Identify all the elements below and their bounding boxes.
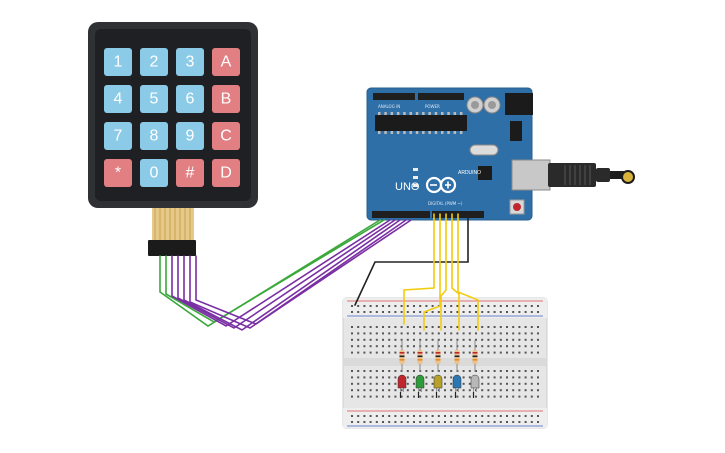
power-jack	[505, 93, 533, 115]
keypad-key-*[interactable]: *	[104, 159, 132, 187]
keypad-module[interactable]: 1 2 3 A 4 5 6 B 7 8 9 C * 0 # D	[88, 22, 258, 256]
keypad-key-label: C	[220, 128, 232, 145]
board-model-label: UNO	[395, 181, 420, 193]
led-wire-yellow-5	[457, 213, 479, 331]
keypad-key-7[interactable]: 7	[104, 122, 132, 150]
keypad-key-label: 3	[186, 54, 195, 71]
led-wire-yellow-1	[403, 213, 435, 325]
keypad-key-label: 6	[186, 91, 195, 108]
keypad-key-8[interactable]: 8	[140, 122, 168, 150]
led-1[interactable]	[397, 340, 407, 398]
keypad-key-label: 8	[150, 128, 159, 145]
led-5[interactable]	[470, 340, 480, 398]
power-header-label: POWER	[425, 104, 440, 109]
keypad-keys: 1 2 3 A 4 5 6 B 7 8 9 C * 0 # D	[104, 48, 240, 187]
keypad-key-B[interactable]: B	[212, 85, 240, 113]
keypad-key-6[interactable]: 6	[176, 85, 204, 113]
keypad-key-9[interactable]: 9	[176, 122, 204, 150]
keypad-key-label: B	[221, 91, 232, 108]
led-4[interactable]	[452, 340, 462, 398]
keypad-key-label: 1	[114, 54, 123, 71]
usb-port	[511, 159, 551, 191]
keypad-key-5[interactable]: 5	[140, 85, 168, 113]
keypad-key-D[interactable]: D	[212, 159, 240, 187]
keypad-wire-purple-4	[189, 219, 407, 329]
led-row	[397, 340, 480, 398]
keypad-key-label: 5	[150, 91, 159, 108]
led-wire-yellow-2	[423, 213, 441, 331]
keypad-wire-purple-2	[177, 219, 396, 329]
keypad-key-C[interactable]: C	[212, 122, 240, 150]
led-3[interactable]	[433, 340, 443, 398]
keypad-wire-purple-3	[183, 219, 401, 331]
keypad-ribbon-cable	[148, 208, 196, 256]
keypad-key-label: A	[221, 54, 232, 71]
keypad-key-label: *	[115, 165, 121, 182]
ground-wire	[354, 213, 469, 306]
arduino-logo-icon	[425, 176, 457, 194]
keypad-key-4[interactable]: 4	[104, 85, 132, 113]
board-brand-label: ARDUINO	[458, 170, 481, 176]
keypad-key-label: 9	[186, 128, 195, 145]
keypad-wire-purple-1	[171, 219, 391, 327]
analog-header-label: ANALOG IN	[378, 104, 400, 109]
keypad-key-3[interactable]: 3	[176, 48, 204, 76]
keypad-key-label: #	[186, 165, 195, 182]
keypad-key-2[interactable]: 2	[140, 48, 168, 76]
arduino-uno-board[interactable]: ANALOG IN POWER DIGITAL (PWM ~)	[366, 87, 551, 221]
keypad-key-label: 7	[114, 128, 123, 145]
keypad-wire-purple-5	[195, 219, 412, 325]
microcontroller-chip	[375, 115, 467, 131]
led-2[interactable]	[415, 340, 425, 398]
wires	[159, 213, 479, 331]
keypad-key-#[interactable]: #	[176, 159, 204, 187]
keypad-key-label: 0	[150, 165, 159, 182]
breadboard[interactable]	[342, 297, 548, 429]
usb-connector-icon[interactable]	[548, 163, 635, 187]
led-wire-yellow-4	[451, 213, 460, 331]
keypad-key-0[interactable]: 0	[140, 159, 168, 187]
keypad-key-label: 2	[150, 54, 159, 71]
keypad-key-label: D	[220, 165, 232, 182]
keypad-key-1[interactable]: 1	[104, 48, 132, 76]
digital-header-label: DIGITAL (PWM ~)	[428, 201, 463, 206]
keypad-key-label: 4	[114, 91, 123, 108]
keypad-wire-green-2	[165, 219, 385, 323]
keypad-key-A[interactable]: A	[212, 48, 240, 76]
keypad-wire-green-1	[159, 219, 381, 327]
led-wire-yellow-3	[440, 213, 447, 331]
